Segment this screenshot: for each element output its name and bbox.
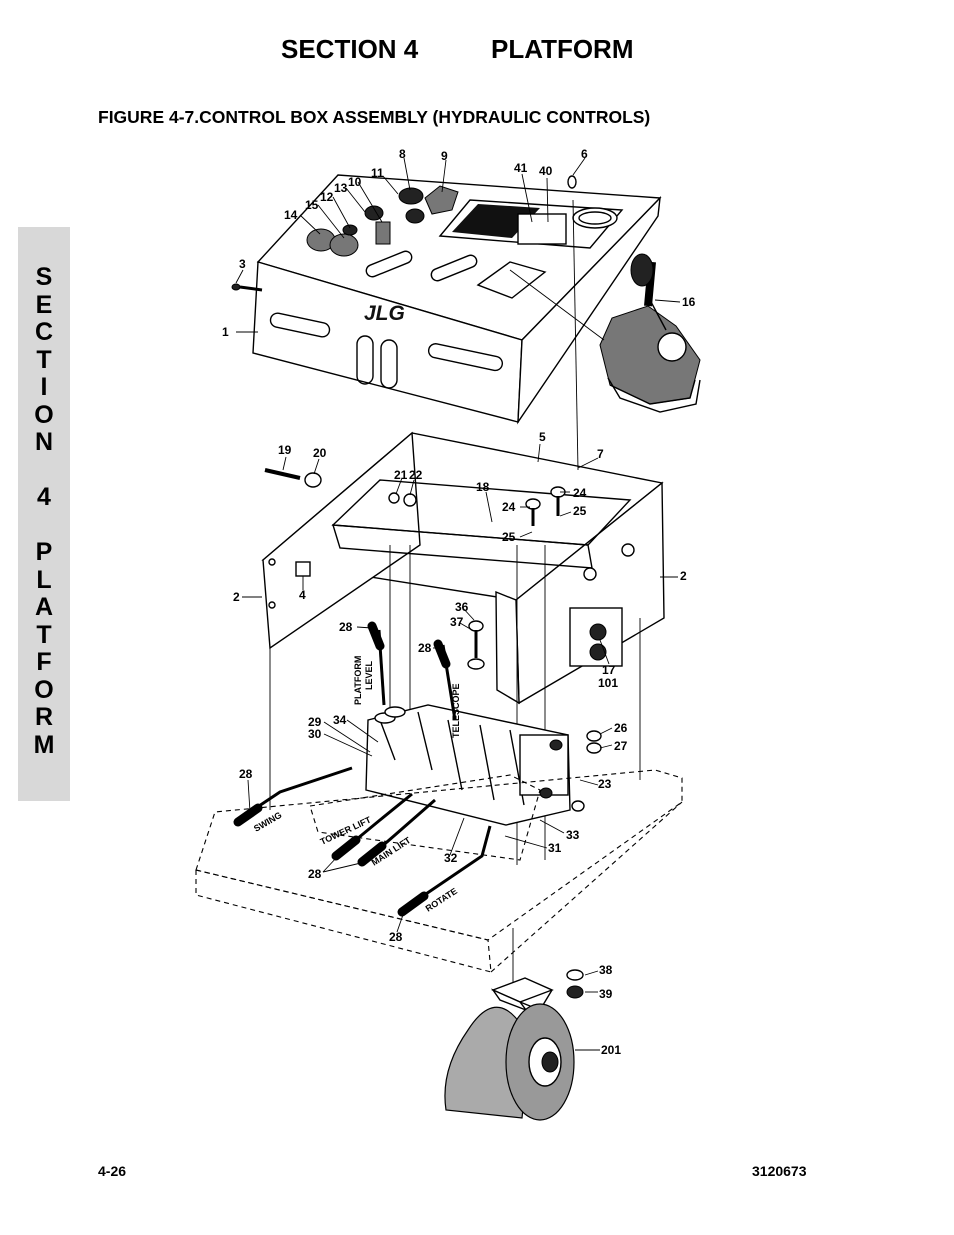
callout-28-rotate: 28: [389, 930, 403, 944]
side-tab-letter: O: [34, 675, 54, 704]
side-tab-letter: S: [35, 263, 53, 291]
callout-41: 41: [514, 161, 528, 175]
callout-19: 19: [278, 443, 292, 457]
callout-32: 32: [444, 851, 458, 865]
callout-23: 23: [598, 777, 612, 791]
callout-24-left: 24: [502, 500, 516, 514]
control-box-frame: [261, 431, 665, 705]
callout-numbers: 8 9 6 11 10 13 12 15 14 41 40 3 16 1 5 1…: [222, 147, 696, 1057]
side-tab-letter: R: [34, 703, 54, 731]
callout-25-left: 25: [502, 530, 516, 544]
side-tab-letter: T: [36, 620, 52, 649]
side-tab-letter: O: [34, 400, 54, 429]
callout-201: 201: [601, 1043, 621, 1057]
callout-37: 37: [450, 615, 464, 629]
platform-base-outline: [195, 769, 683, 973]
callout-8: 8: [399, 147, 406, 161]
callout-17: 17: [602, 663, 616, 677]
callout-5: 5: [539, 430, 546, 444]
callout-25-right: 25: [573, 504, 587, 518]
top-panel: JLG: [252, 174, 662, 425]
side-tab-letter: F: [36, 648, 52, 676]
callout-28-telescope: 28: [418, 641, 432, 655]
side-tab-letter: C: [34, 318, 54, 346]
label-telescope: TELESCOPE: [451, 683, 461, 738]
side-tab-letter: L: [36, 565, 52, 594]
label-level: LEVEL: [364, 660, 374, 690]
callout-1: 1: [222, 325, 229, 339]
callout-36: 36: [455, 600, 469, 614]
callout-30: 30: [308, 727, 322, 741]
jlg-logo: JLG: [364, 302, 405, 325]
section-number: SECTION 4: [281, 34, 419, 64]
label-rotate: ROTATE: [424, 886, 459, 914]
callout-29: 29: [308, 715, 322, 729]
section-title: PLATFORM: [491, 34, 634, 64]
control-levers: [233, 621, 492, 917]
callout-12: 12: [320, 190, 334, 204]
side-tab-letter: M: [33, 730, 55, 759]
callout-6: 6: [581, 147, 588, 161]
callout-10: 10: [348, 175, 362, 189]
callout-9: 9: [441, 149, 448, 163]
callout-40: 40: [539, 164, 553, 178]
callout-20: 20: [313, 446, 327, 460]
callout-26: 26: [614, 721, 628, 735]
callout-2-right: 2: [680, 569, 687, 583]
top-panel-controls: [306, 175, 577, 257]
side-tab-letter: I: [40, 373, 48, 401]
side-tab-letter: N: [34, 428, 54, 456]
page-number: 4-26: [98, 1163, 127, 1179]
callout-22: 22: [409, 468, 423, 482]
callout-2-left: 2: [233, 590, 240, 604]
leader-lines: [235, 157, 681, 1051]
callout-11: 11: [371, 166, 384, 180]
side-tab-letter: T: [36, 345, 52, 374]
document-number: 3120673: [752, 1163, 807, 1179]
callout-38: 38: [599, 963, 613, 977]
callout-15: 15: [305, 198, 319, 212]
callout-24-right: 24: [573, 486, 587, 500]
label-platform: PLATFORM: [353, 656, 363, 705]
side-tab-letter: A: [34, 593, 54, 621]
callout-4: 4: [299, 588, 306, 602]
callout-18: 18: [476, 480, 490, 494]
callout-101: 101: [598, 676, 618, 690]
callout-27: 27: [614, 739, 628, 753]
callout-28-swing: 28: [239, 767, 253, 781]
callout-16: 16: [682, 295, 696, 309]
caster-wheel: [444, 969, 584, 1121]
figure-title: FIGURE 4-7.CONTROL BOX ASSEMBLY (HYDRAUL…: [98, 107, 651, 127]
side-tab-letter: 4: [37, 483, 51, 511]
side-tab-letter: P: [35, 538, 53, 566]
callout-33: 33: [566, 828, 580, 842]
callout-14: 14: [284, 208, 298, 222]
callout-7: 7: [597, 447, 604, 461]
callout-13: 13: [334, 181, 348, 195]
callout-34: 34: [333, 713, 347, 727]
joystick-controller: [599, 253, 701, 413]
callout-3: 3: [239, 257, 246, 271]
side-tab-letter: E: [35, 290, 53, 319]
callout-28-tower-main: 28: [308, 867, 322, 881]
callout-39: 39: [599, 987, 613, 1001]
callout-31: 31: [548, 841, 562, 855]
callout-21: 21: [394, 468, 408, 482]
valve-bank: [365, 704, 571, 826]
callout-28-platform-level: 28: [339, 620, 353, 634]
